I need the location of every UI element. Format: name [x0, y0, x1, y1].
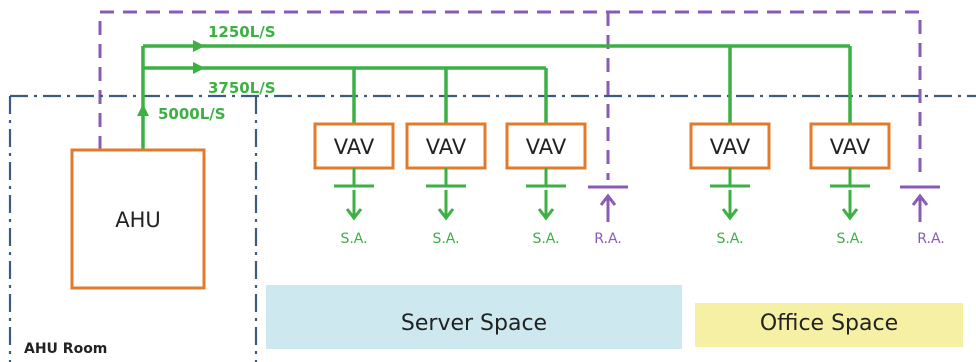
vav-label: VAV: [830, 135, 871, 159]
supply-diffuser: [526, 168, 566, 221]
supply-diffuser: [334, 168, 374, 221]
server-space-label: Server Space: [401, 311, 547, 336]
supply-diffuser: [426, 168, 466, 221]
supply-air-label: S.A.: [836, 231, 863, 247]
supply-air-label: S.A.: [532, 231, 559, 247]
vav-label: VAV: [526, 135, 567, 159]
supply-diffuser: [710, 168, 750, 221]
vav-box: VAV: [689, 122, 771, 170]
flow-label-5000: 5000L/S: [158, 105, 226, 123]
flow-arrows: [137, 40, 205, 116]
return-air-label: R.A.: [594, 231, 621, 247]
vav-box: VAV: [505, 122, 587, 170]
vav-box: VAV: [405, 122, 487, 170]
vav-label: VAV: [426, 135, 467, 159]
vav-label: VAV: [334, 135, 375, 159]
main-flow-arrow: [137, 104, 149, 116]
flow-label-1250: 1250L/S: [208, 23, 276, 41]
return-air-duct: [98, 10, 922, 180]
vav-box: VAV: [809, 122, 891, 170]
ahu-box: [70, 148, 206, 290]
room-boundary: [8, 94, 976, 362]
vav-box: VAV: [313, 122, 395, 170]
lower-flow-arrow: [193, 62, 205, 74]
supply-air-duct: [141, 44, 852, 150]
ahu-room-label: AHU Room: [24, 341, 107, 357]
office-space-panel: [695, 303, 963, 347]
return-air-label: R.A.: [917, 231, 944, 247]
supply-air-label: S.A.: [340, 231, 367, 247]
return-grille: [588, 185, 628, 222]
upper-flow-arrow: [193, 40, 205, 52]
server-space-panel: [266, 285, 682, 349]
supply-air-label: S.A.: [432, 231, 459, 247]
flow-label-3750: 3750L/S: [208, 79, 276, 97]
supply-air-label: S.A.: [716, 231, 743, 247]
return-grille: [900, 185, 940, 222]
ahu-label: AHU: [115, 208, 161, 232]
supply-diffuser: [830, 168, 870, 221]
office-space-label: Office Space: [760, 311, 898, 336]
vav-label: VAV: [710, 135, 751, 159]
